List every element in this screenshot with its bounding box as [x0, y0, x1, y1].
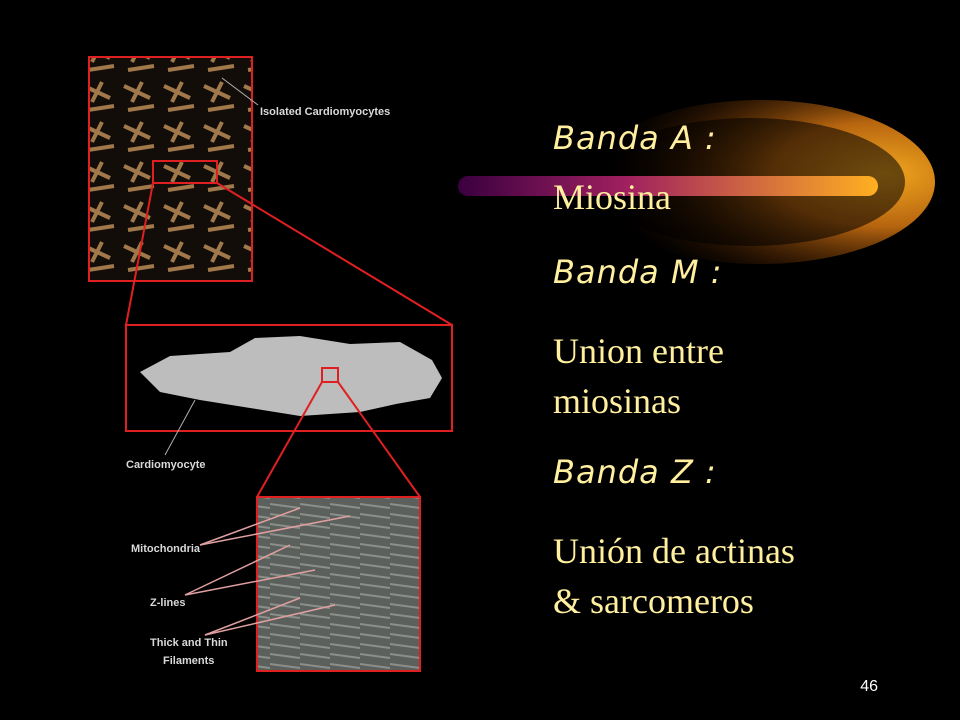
isolated-cells-panel: [88, 56, 253, 282]
banda-m-heading: Banda M :: [553, 253, 723, 291]
banda-z-desc-line2: & sarcomeros: [553, 581, 754, 621]
label-mitochondria: Mitochondria: [131, 543, 201, 555]
label-thick-thin: Thick and Thin: [150, 637, 228, 649]
page-number: 46: [860, 678, 878, 695]
label-filaments: Filaments: [163, 655, 214, 667]
decorative-swoosh: [458, 100, 935, 264]
filaments-panel: [256, 496, 421, 672]
cardiomyocyte-shape: [140, 336, 442, 416]
banda-a-heading: Banda A :: [553, 119, 717, 157]
banda-m-desc-line2: miosinas: [553, 381, 682, 421]
label-z-lines: Z-lines: [150, 597, 185, 609]
zoom-box-1: [152, 160, 218, 184]
label-isolated-cardiomyocytes: Isolated Cardiomyocytes: [260, 106, 390, 118]
label-cardiomyocyte: Cardiomyocyte: [126, 459, 205, 471]
banda-m-desc-line1: Union entre: [553, 331, 724, 371]
zoom-box-2: [321, 367, 339, 383]
banda-a-desc: Miosina: [553, 177, 672, 217]
banda-z-heading: Banda Z :: [553, 453, 717, 491]
banda-z-desc-line1: Unión de actinas: [553, 531, 795, 571]
